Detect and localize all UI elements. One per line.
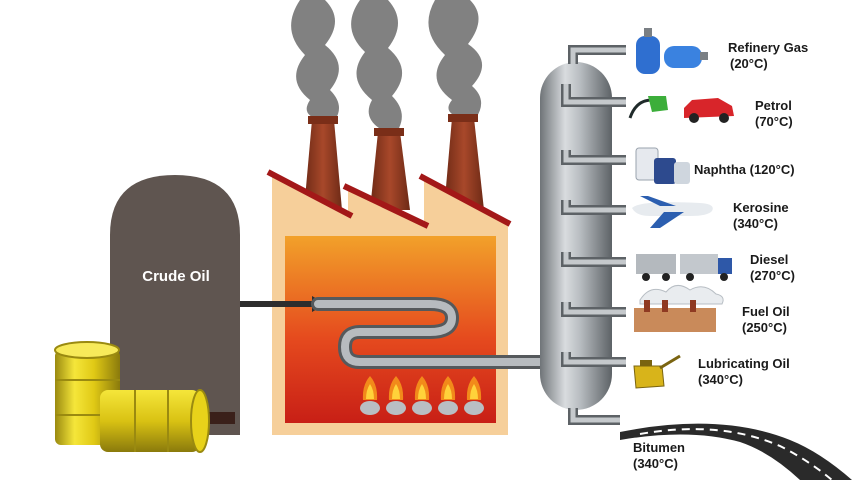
oil-barrels xyxy=(54,341,210,453)
naphtha-label: Naphtha (120°C) xyxy=(694,162,795,177)
smoke-plumes xyxy=(291,0,483,130)
oil-can-icon xyxy=(633,354,681,389)
crude-oil-label: Crude Oil xyxy=(142,268,210,285)
airplane-icon xyxy=(632,196,713,228)
road-icon xyxy=(620,423,852,480)
chemical-containers-icon xyxy=(635,147,690,184)
lubricating-oil-label: Lubricating Oil (340°C) xyxy=(698,356,790,387)
crude-oil-tank xyxy=(110,175,240,435)
diesel-label: Diesel (270°C) xyxy=(750,252,795,283)
fractionating-column xyxy=(540,45,626,425)
burner-flames xyxy=(360,376,484,415)
petrol-label: Petrol (70°C) xyxy=(755,98,793,129)
fuel-oil-label: Fuel Oil (250°C) xyxy=(742,304,790,335)
chimneys xyxy=(304,114,484,210)
factory-icon xyxy=(634,285,724,332)
bitumen-label: Bitumen (340°C) xyxy=(633,440,685,471)
heating-coil xyxy=(311,297,547,369)
gas-cylinder-icon xyxy=(636,28,708,74)
kerosine-label: Kerosine (340°C) xyxy=(733,200,789,231)
fuel-pump-car-icon xyxy=(628,96,734,123)
refinery-gas-label: Refinery Gas (20°C) xyxy=(728,40,809,71)
truck-icon xyxy=(636,254,732,281)
